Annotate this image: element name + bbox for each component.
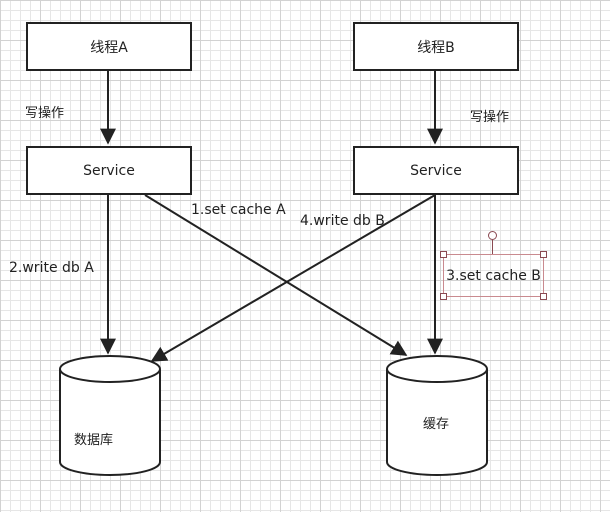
thread-a-box[interactable]: 线程A	[26, 22, 192, 71]
database-cylinder[interactable]	[59, 355, 161, 476]
write-db-b-label[interactable]: 4.write db B	[300, 213, 385, 229]
set-cache-b-label: 3.set cache B	[446, 267, 541, 284]
service-b-label: Service	[410, 162, 462, 179]
thread-a-label: 线程A	[90, 39, 128, 56]
arrow-service-a-to-cache[interactable]	[144, 194, 408, 356]
thread-b-box[interactable]: 线程B	[353, 22, 519, 71]
rotation-handle[interactable]	[488, 231, 497, 240]
cache-label: 缓存	[423, 417, 450, 432]
resize-handle-bottom-right[interactable]	[540, 293, 547, 300]
write-db-a-label[interactable]: 2.write db A	[9, 260, 94, 276]
service-a-label: Service	[83, 162, 135, 179]
write-op-b-label[interactable]: 写操作	[470, 110, 510, 125]
service-b-box[interactable]: Service	[353, 146, 519, 195]
thread-b-label: 线程B	[417, 39, 455, 56]
service-a-box[interactable]: Service	[26, 146, 192, 195]
arrow-service-b-to-database[interactable]	[150, 194, 436, 362]
resize-handle-top-left[interactable]	[440, 251, 447, 258]
set-cache-a-label[interactable]: 1.set cache A	[191, 202, 286, 218]
resize-handle-top-right[interactable]	[540, 251, 547, 258]
cache-cylinder[interactable]	[386, 355, 488, 476]
database-label: 数据库	[74, 433, 114, 448]
set-cache-b-label-box[interactable]: 3.set cache B	[443, 254, 544, 297]
rotation-stem	[492, 240, 493, 254]
write-op-a-label[interactable]: 写操作	[25, 106, 65, 121]
resize-handle-bottom-left[interactable]	[440, 293, 447, 300]
